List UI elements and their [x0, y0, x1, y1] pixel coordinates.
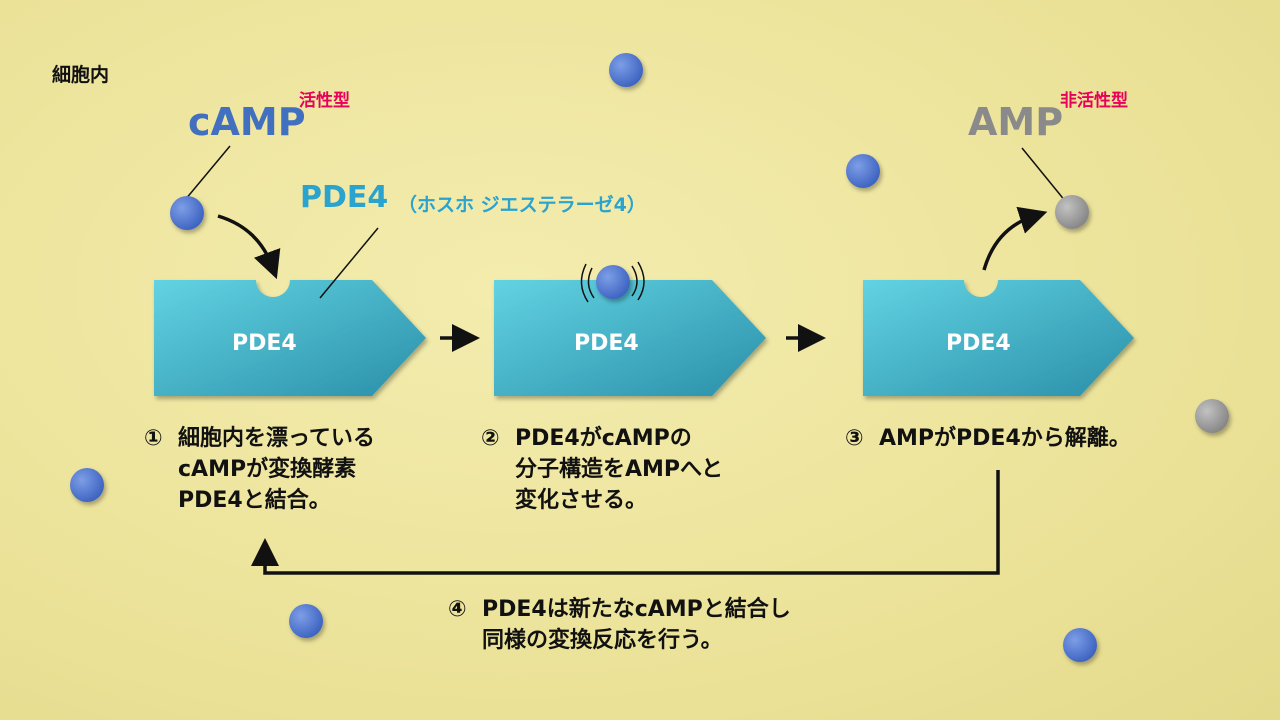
- enzyme-shape-3: [863, 280, 1134, 396]
- camp-label: cAMP: [188, 100, 306, 144]
- step-line: PDE4は新たなcAMPと結合し: [482, 597, 791, 622]
- step-number: ①: [144, 426, 163, 451]
- pde4-pointer-line: [319, 227, 379, 299]
- step-1-description: ① 細胞内を漂っている cAMPが変換酵素 PDE4と結合。: [144, 423, 375, 516]
- step-3-description: ③ AMPがPDE4から解離。: [845, 423, 1131, 454]
- vibration-mark-left: [580, 263, 589, 303]
- step-number: ③: [845, 426, 864, 451]
- vibration-mark-right: [637, 261, 645, 301]
- floating-camp-molecule: [70, 468, 104, 502]
- bound-camp-molecule: [596, 265, 630, 299]
- enzyme-shape-2: [494, 280, 766, 396]
- camp-state-label: 活性型: [299, 91, 350, 111]
- floating-camp-molecule: [846, 154, 880, 188]
- return-loop-arrow: [251, 470, 1000, 575]
- camp-pointer-line: [184, 145, 231, 201]
- amp-label: AMP: [968, 100, 1064, 144]
- floating-camp-molecule: [609, 53, 643, 87]
- vibration-mark-right: [631, 265, 638, 297]
- step-number: ②: [481, 426, 500, 451]
- enzyme-label-1: PDE4: [232, 331, 297, 356]
- enzyme-label-2: PDE4: [574, 331, 639, 356]
- binding-arrow: [217, 214, 281, 280]
- enzyme-label-3: PDE4: [946, 331, 1011, 356]
- release-arrow: [982, 206, 1048, 271]
- enzyme-shape-1: [154, 280, 426, 396]
- step-line: 分子構造をAMPへと: [515, 457, 723, 482]
- step-4-description: ④ PDE4は新たなcAMPと結合し 同様の変換反応を行う。: [448, 594, 791, 656]
- step-line: 変化させる。: [515, 488, 648, 513]
- step-line: AMPがPDE4から解離。: [879, 426, 1131, 451]
- step-line: 細胞内を漂っている: [178, 426, 375, 451]
- step-2-description: ② PDE4がcAMPの 分子構造をAMPへと 変化させる。: [481, 423, 723, 516]
- pde4-title: PDE4: [300, 180, 389, 215]
- camp-molecule: [170, 196, 204, 230]
- amp-state-label: 非活性型: [1060, 91, 1128, 111]
- pde4-full-name: （ホスホ ジエステラーゼ4）: [398, 194, 646, 216]
- region-label: 細胞内: [52, 64, 110, 86]
- step-line: PDE4と結合。: [178, 488, 331, 513]
- floating-amp-molecule: [1195, 399, 1229, 433]
- step-line: PDE4がcAMPの: [515, 426, 692, 451]
- step-number: ④: [448, 597, 467, 622]
- vibration-mark-left: [587, 267, 595, 299]
- floating-camp-molecule: [1063, 628, 1097, 662]
- amp-pointer-line: [1021, 147, 1067, 203]
- step-line: cAMPが変換酵素: [178, 457, 357, 482]
- step-line: 同様の変換反応を行う。: [482, 628, 723, 653]
- amp-molecule: [1055, 195, 1089, 229]
- floating-camp-molecule: [289, 604, 323, 638]
